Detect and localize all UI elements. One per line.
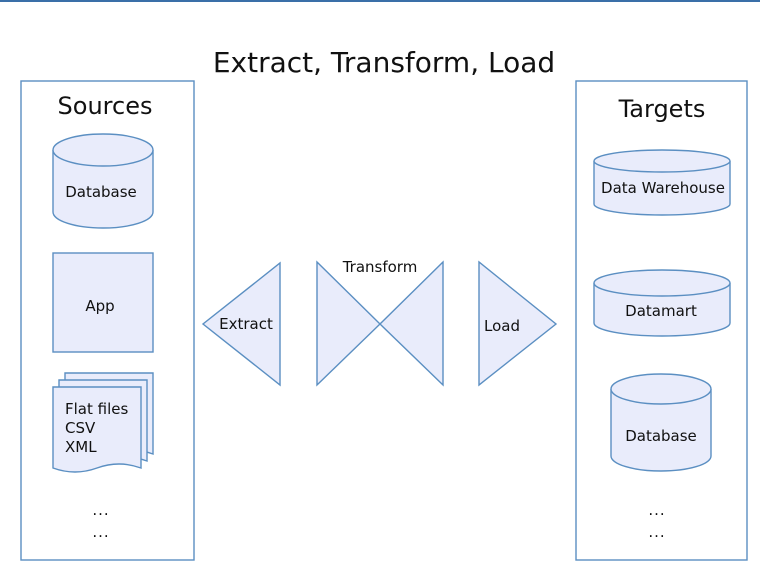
target-data-warehouse: Data Warehouse — [593, 149, 731, 216]
sources-more: ... — [92, 523, 109, 541]
extract-triangle — [201, 261, 281, 387]
csv-label: CSV — [65, 419, 96, 437]
datamart-body — [593, 283, 731, 337]
source-database-top — [52, 133, 154, 167]
transform-left-triangle — [316, 260, 382, 387]
target-database-top — [610, 373, 712, 405]
source-database: Database — [52, 133, 154, 229]
sources-panel: Sources Database App Flat files CSV XML — [20, 80, 195, 561]
diagram-title: Extract, Transform, Load — [213, 46, 555, 79]
targets-more-small: ... — [648, 501, 665, 519]
transform-label: Transform — [342, 258, 418, 276]
target-database-label: Database — [625, 427, 697, 445]
data-warehouse-label: Data Warehouse — [601, 179, 725, 197]
target-database: Database — [610, 373, 712, 472]
load-triangle — [478, 260, 558, 387]
targets-more: ... — [648, 523, 665, 541]
file-sheet-front — [52, 386, 142, 473]
extract-stage: Extract — [201, 261, 281, 387]
target-database-body — [610, 389, 712, 472]
sources-heading: Sources — [58, 92, 153, 120]
source-app-label: App — [85, 297, 114, 315]
data-warehouse-top — [593, 149, 731, 173]
targets-heading: Targets — [618, 95, 706, 123]
source-app-box — [52, 252, 154, 353]
source-app: App — [52, 252, 154, 353]
load-stage: Load — [478, 260, 558, 387]
transform-right-triangle — [378, 260, 444, 387]
extract-label: Extract — [219, 315, 273, 333]
xml-label: XML — [65, 438, 97, 456]
source-database-body — [52, 150, 154, 229]
datamart-label: Datamart — [625, 302, 697, 320]
transform-stage: Transform — [316, 258, 444, 387]
data-warehouse-body — [593, 161, 731, 216]
source-database-label: Database — [65, 183, 137, 201]
sources-more-small: ... — [92, 501, 109, 519]
targets-panel: Targets Data Warehouse Datamart Database… — [575, 80, 748, 561]
target-datamart: Datamart — [593, 269, 731, 337]
top-rule — [0, 0, 760, 2]
datamart-top — [593, 269, 731, 297]
flat-files-label: Flat files — [65, 400, 128, 418]
load-label: Load — [484, 317, 520, 335]
source-flat-files: Flat files CSV XML — [52, 372, 154, 473]
